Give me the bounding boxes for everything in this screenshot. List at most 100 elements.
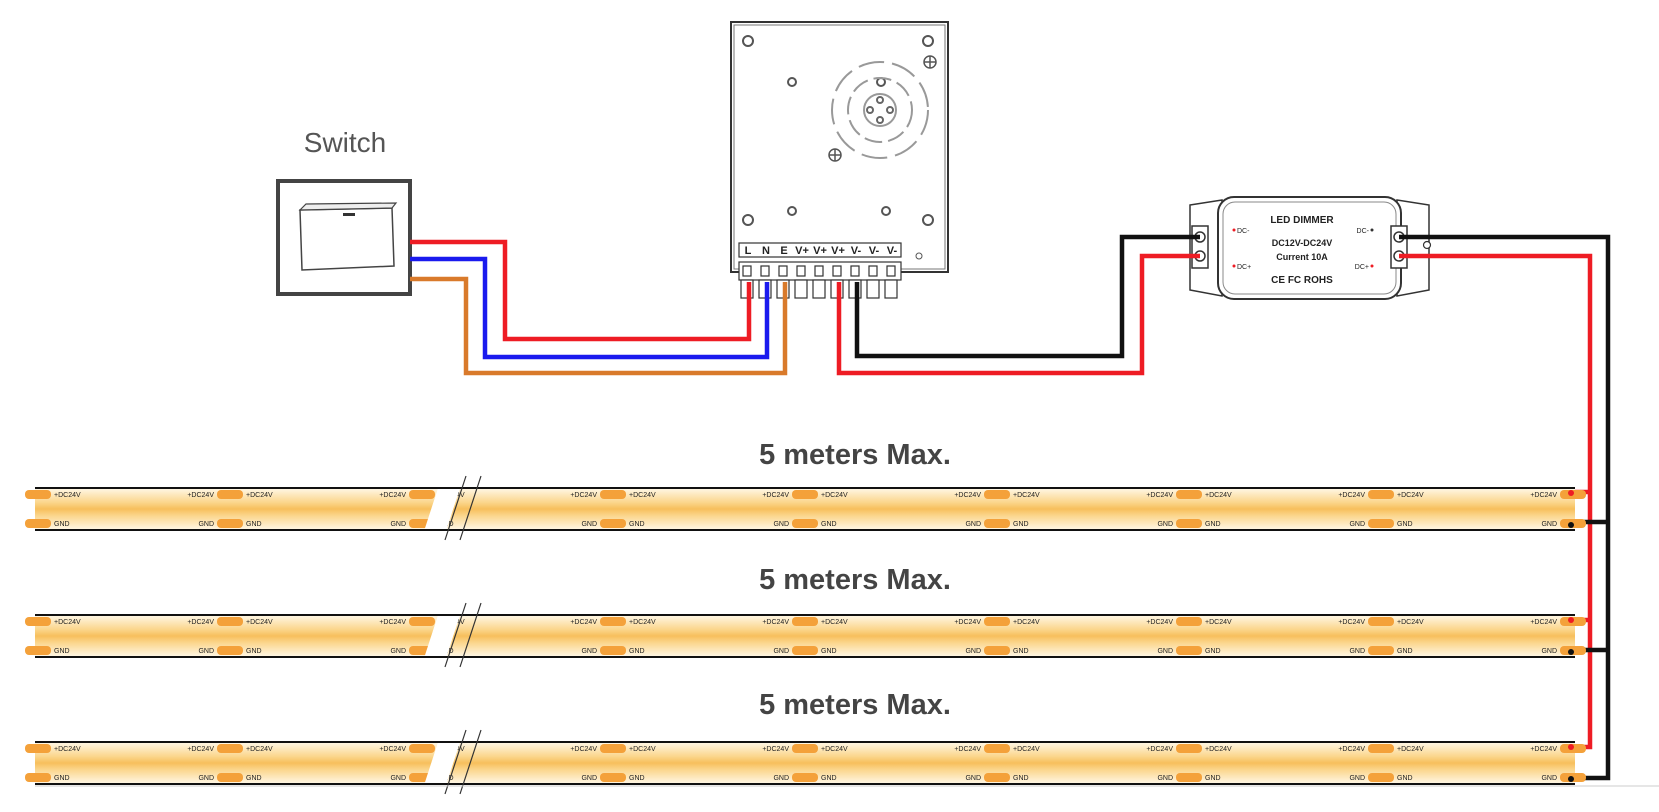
strip-gnd-label: GND <box>1397 521 1413 528</box>
strip-2-length-label: 5 meters Max. <box>759 564 951 596</box>
strip-gnd-label: GND <box>1013 775 1029 782</box>
strip-plus-label: +DC24V <box>762 492 789 499</box>
terminal-vminus-3: V- <box>887 245 898 257</box>
strip-gnd-label: GND <box>1541 775 1557 782</box>
solder-pad <box>792 519 818 528</box>
strip-plus-label: +DC24V <box>821 746 848 753</box>
solder-pad <box>792 646 818 655</box>
strip-break-line <box>444 602 467 668</box>
strip-gnd-label: GND <box>773 521 789 528</box>
strip-gnd-label: GND <box>390 521 406 528</box>
dimmer-out-plus: DC+ <box>1355 264 1369 271</box>
strip-break-line <box>459 475 482 541</box>
dimmer-certs: CE FC ROHS <box>1271 275 1333 286</box>
strip-plus-label: +DC24V <box>1338 619 1365 626</box>
dimmer-in-plus: DC+ <box>1237 264 1251 271</box>
strip-gnd-label: GND <box>198 775 214 782</box>
strip-gnd-label: GND <box>1205 521 1221 528</box>
solder-pad <box>1176 490 1202 499</box>
strip-break-gap <box>424 743 460 783</box>
strip-gnd-label: GND <box>390 648 406 655</box>
solder-pad <box>600 519 626 528</box>
strip-break-line <box>459 602 482 668</box>
strip-gnd-label: GND <box>629 648 645 655</box>
strip-break-line <box>444 729 467 795</box>
strip-gnd-label: GND <box>246 775 262 782</box>
strip-gnd-label: GND <box>1205 775 1221 782</box>
strip-gnd-label: GND <box>965 648 981 655</box>
psu-negative-wire <box>854 234 1200 359</box>
terminal-vminus-1: V- <box>851 245 862 257</box>
strip-plus-label: +DC24V <box>1397 746 1424 753</box>
strip-gnd-label: GND <box>1541 648 1557 655</box>
strip-plus-label: +DC24V <box>54 619 81 626</box>
strip-plus-label: +DC24V <box>762 746 789 753</box>
strip-gnd-label: GND <box>246 648 262 655</box>
strip-plus-label: +DC24V <box>629 746 656 753</box>
terminal-vplus-2: V+ <box>813 245 827 257</box>
strip-plus-label: +DC24V <box>187 619 214 626</box>
solder-pad <box>984 773 1010 782</box>
strip-gnd-label: GND <box>1157 775 1173 782</box>
solder-pad <box>984 646 1010 655</box>
solder-pad <box>217 773 243 782</box>
solder-pad <box>217 519 243 528</box>
strip-gnd-label: GND <box>1013 648 1029 655</box>
strip-plus-label: +DC24V <box>187 746 214 753</box>
strip-plus-label: +DC24V <box>1397 492 1424 499</box>
strip-plus-label: +DC24V <box>570 619 597 626</box>
power-supply: L N E V+ V+ V+ V- V- V- <box>730 21 949 299</box>
terminal-l: L <box>745 245 752 257</box>
strip-plus-label: +DC24V <box>954 492 981 499</box>
strip-plus-label: +DC24V <box>821 619 848 626</box>
strip-plus-label: +DC24V <box>54 746 81 753</box>
strip-plus-label: +DC24V <box>54 492 81 499</box>
solder-pad <box>25 646 51 655</box>
dimmer-voltage: DC12V-DC24V <box>1272 238 1333 248</box>
terminal-e: E <box>780 245 787 257</box>
solder-pad <box>1368 773 1394 782</box>
strip-plus-label: +DC24V <box>379 492 406 499</box>
strip-plus-label: +DC24V <box>1530 619 1557 626</box>
live-wire <box>410 239 752 342</box>
strip-gnd-terminal <box>1568 522 1574 528</box>
strip-gnd-label: GND <box>773 648 789 655</box>
strip-plus-terminal <box>1568 490 1574 496</box>
solder-pad <box>600 617 626 626</box>
strip-gnd-label: GND <box>1541 521 1557 528</box>
strip-plus-label: +DC24V <box>1013 746 1040 753</box>
strip-gnd-label: GND <box>581 521 597 528</box>
strip-gnd-label: GND <box>1349 648 1365 655</box>
strip-plus-label: +DC24V <box>1013 619 1040 626</box>
switch-label: Switch <box>304 127 386 158</box>
strip-plus-label: +DC24V <box>246 492 273 499</box>
psu-body <box>730 21 949 273</box>
led-strip-3: +DC24V GND +DC24V GND +DC24V GND +DC24V GND +DC2… <box>25 729 1586 795</box>
strip-break-line <box>444 475 467 541</box>
solder-pad <box>1176 773 1202 782</box>
solder-pad <box>217 646 243 655</box>
solder-pad <box>1368 490 1394 499</box>
dimmer-title: LED DIMMER <box>1270 215 1334 226</box>
strip-gnd-label: GND <box>1349 521 1365 528</box>
led-dimmer: LED DIMMER DC12V-DC24V Current 10A CE FC… <box>1189 196 1432 300</box>
solder-pad <box>1176 646 1202 655</box>
solder-pad <box>984 617 1010 626</box>
led-strips: +DC24V GND +DC24V GND +DC24V GND +DC24V GND +DC2… <box>25 475 1586 795</box>
switch-rocker <box>299 207 395 271</box>
strip-plus-label: +DC24V <box>379 746 406 753</box>
solder-pad <box>217 617 243 626</box>
ac-wiring <box>410 239 788 376</box>
terminal-n: N <box>762 245 770 257</box>
strip-plus-label: +DC24V <box>629 492 656 499</box>
strip-plus-label: +DC24V <box>954 746 981 753</box>
psu-positive-wire <box>836 253 1200 376</box>
solder-pad <box>409 744 435 753</box>
strip-gnd-label: GND <box>54 648 70 655</box>
strip-plus-label: +DC24V <box>379 619 406 626</box>
strip-gnd-label: GND <box>54 521 70 528</box>
strip-plus-label: +DC24V <box>1530 746 1557 753</box>
strip-gnd-label: GND <box>1157 648 1173 655</box>
